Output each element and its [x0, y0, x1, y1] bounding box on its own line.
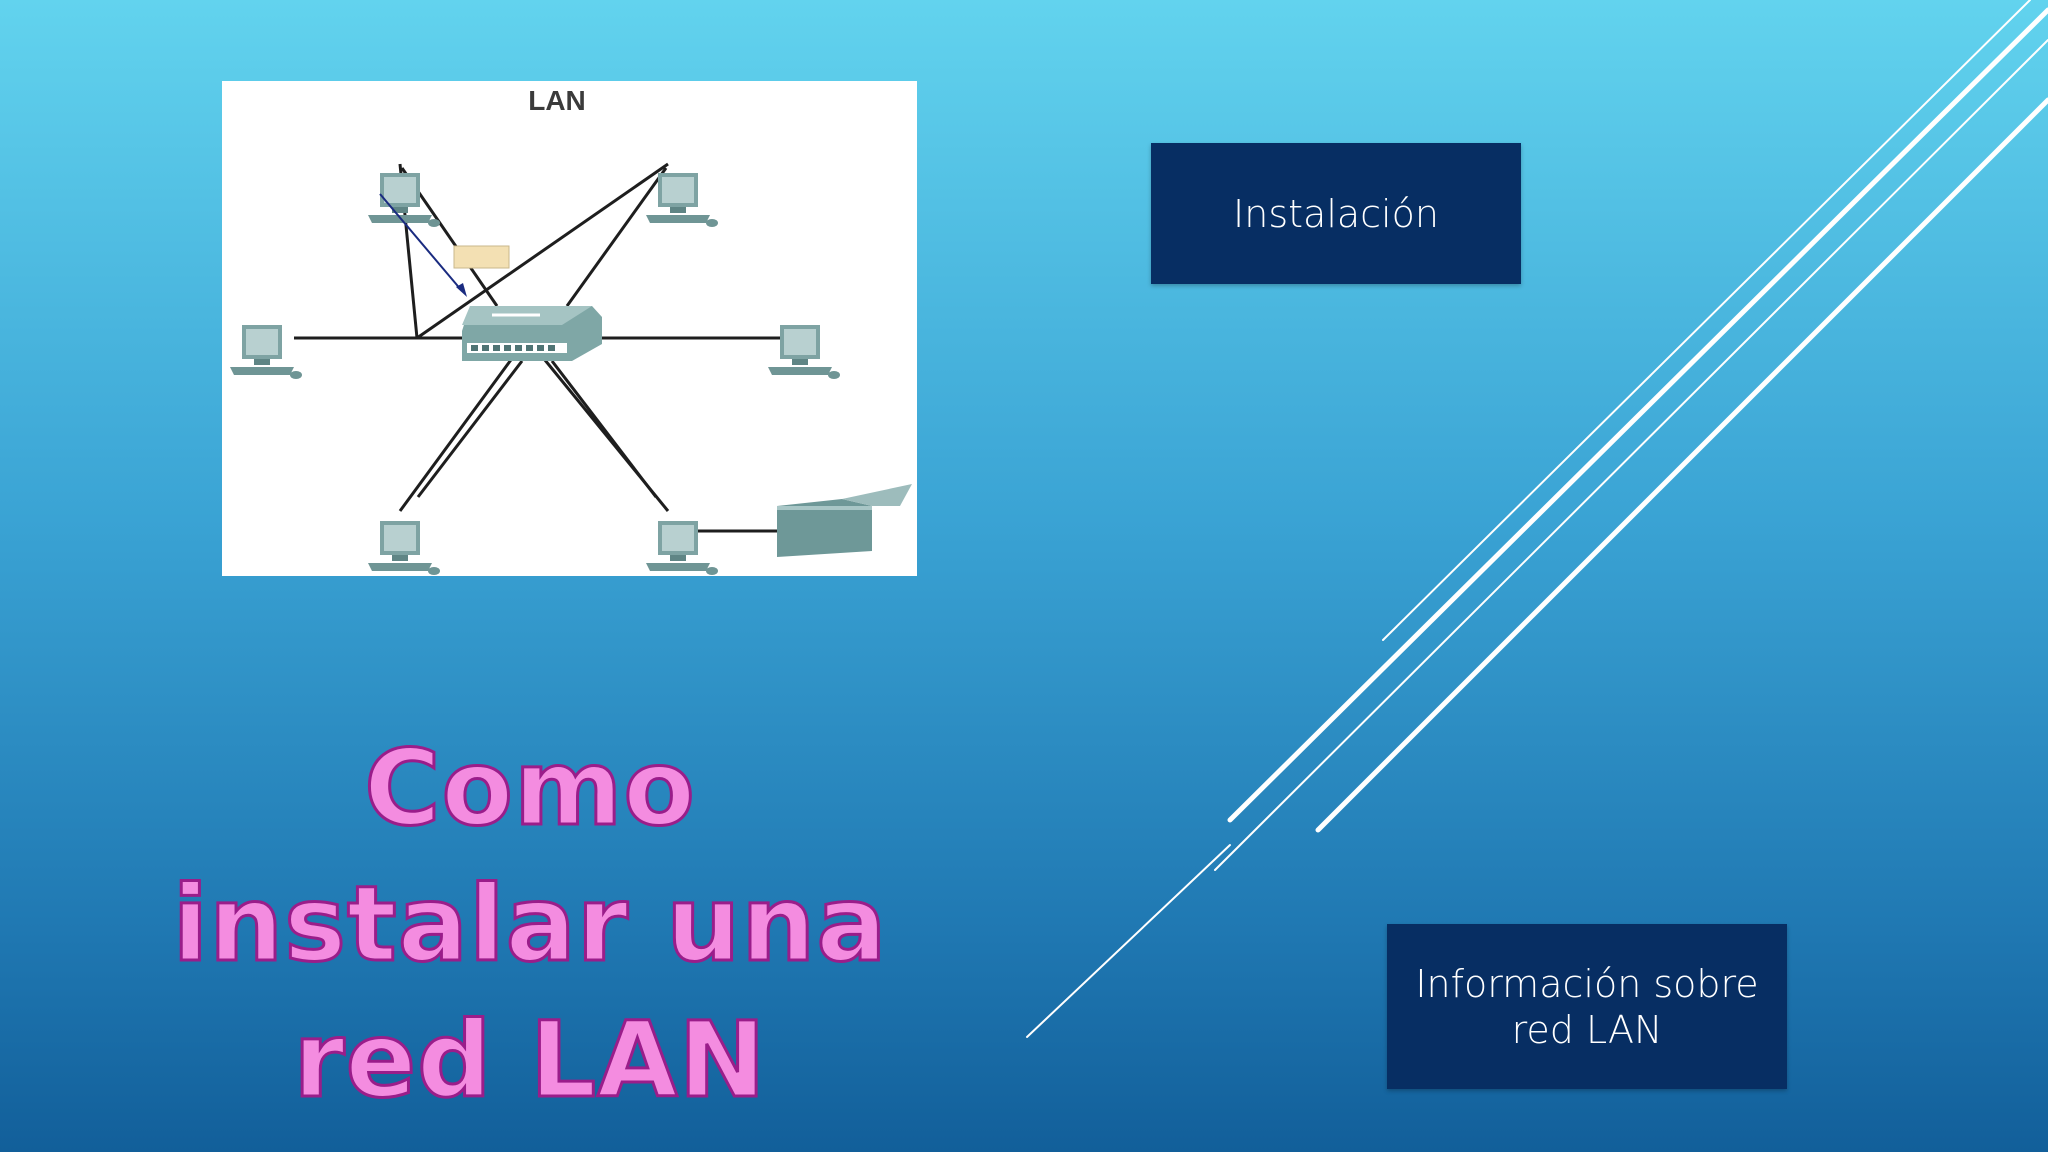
- decorative-line: [1214, 39, 2048, 871]
- desktop-computer-icon: [768, 325, 840, 379]
- desktop-computer-icon: [646, 521, 718, 575]
- network-switch-icon: [462, 306, 602, 361]
- lan-diagram-svg: LAN: [230, 85, 912, 575]
- envelope-icon: [453, 245, 510, 269]
- desktop-computer-icon: [230, 325, 302, 379]
- decorative-line: [1315, 97, 2048, 833]
- decorative-line: [1026, 844, 1231, 1038]
- slide-title: Como instalar una red LAN: [171, 726, 888, 1123]
- decorative-line: [1227, 7, 2048, 823]
- arrow-icon: [379, 193, 467, 297]
- install-button[interactable]: Instalación: [1151, 143, 1521, 284]
- desktop-computer-icon: [368, 173, 440, 227]
- desktop-computer-icon: [368, 521, 440, 575]
- lan-info-button[interactable]: Información sobre red LAN: [1387, 924, 1787, 1089]
- lan-diagram: LAN: [222, 81, 917, 576]
- printer-icon: [777, 484, 912, 557]
- decorative-line: [1382, 0, 2031, 641]
- diagram-label: LAN: [528, 85, 586, 116]
